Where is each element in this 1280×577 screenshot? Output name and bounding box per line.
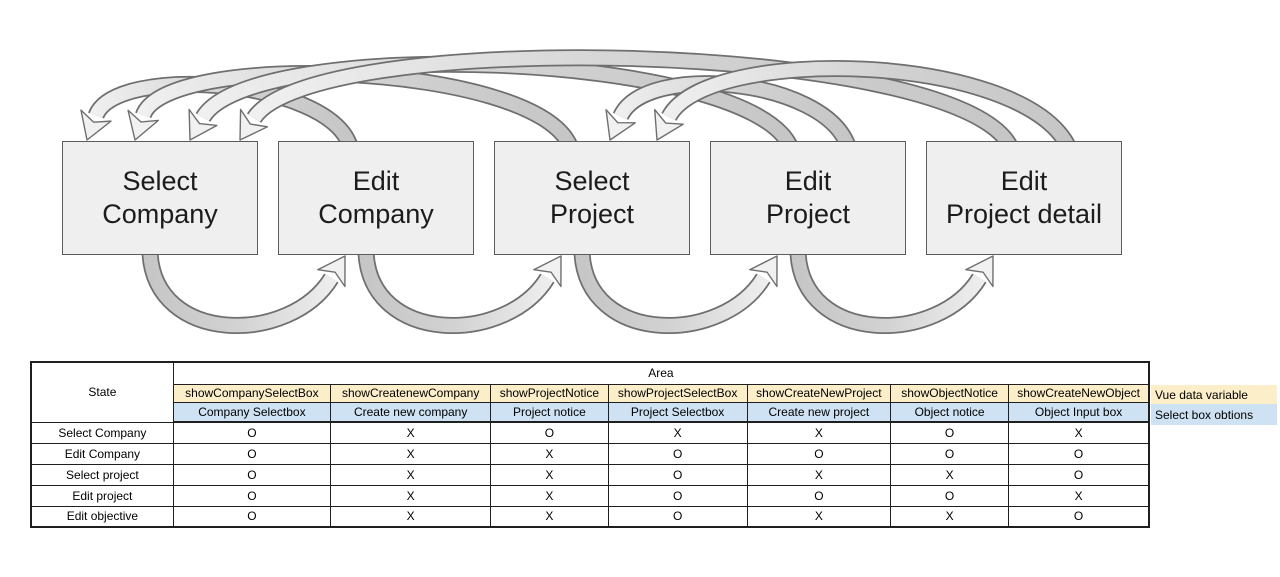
value-cell: O — [607, 442, 748, 465]
state-box-edit-project: Edit Project — [710, 141, 906, 255]
state-box-select-company: Select Company — [62, 141, 258, 255]
value-cell: X — [330, 484, 492, 507]
area-merged-header: Area — [172, 361, 1150, 385]
value-cell: O — [1008, 463, 1150, 486]
transition-arrow — [662, 61, 1075, 150]
arrowhead-icon — [239, 108, 269, 141]
value-cell: X — [1008, 421, 1150, 444]
arrowhead-icon — [533, 255, 562, 288]
state-area-table-wrap: State Area showCompanySelectBox showCrea… — [30, 361, 1277, 528]
variable-header: showCreatenewCompany — [330, 383, 492, 403]
value-cell: X — [330, 421, 492, 444]
value-cell: X — [330, 442, 492, 465]
state-box-label: Company — [102, 199, 218, 229]
state-area-table: State Area showCompanySelectBox showCrea… — [30, 361, 1150, 528]
arrowhead-icon — [653, 108, 684, 141]
value-cell: O — [172, 421, 332, 444]
vue-data-variable-label: Vue data variable — [1151, 385, 1277, 404]
state-box-label: Select — [122, 166, 198, 196]
value-cell: O — [1008, 442, 1150, 465]
variable-header: showCompanySelectBox — [172, 383, 332, 403]
value-cell: O — [607, 463, 748, 486]
state-box-label: Company — [318, 199, 434, 229]
state-box-edit-company: Edit Company — [278, 141, 474, 255]
variable-header: showProjectNotice — [490, 383, 609, 403]
arrowhead-icon — [80, 109, 112, 141]
transition-arrow — [791, 252, 986, 333]
value-cell: O — [889, 421, 1010, 444]
state-cell: Select Company — [30, 421, 174, 444]
value-cell: O — [889, 442, 1010, 465]
value-cell: O — [607, 484, 748, 507]
state-box-select-project: Select Project — [494, 141, 690, 255]
value-cell: X — [889, 463, 1010, 486]
state-cell: Edit project — [30, 484, 174, 507]
state-cell: Edit Company — [30, 442, 174, 465]
value-cell: O — [172, 484, 332, 507]
value-cell: O — [746, 442, 891, 465]
transition-arrow — [143, 252, 338, 333]
arrowhead-icon — [749, 255, 778, 288]
value-cell: O — [172, 463, 332, 486]
state-corner-header: State — [30, 361, 174, 423]
value-cell: O — [746, 484, 891, 507]
variable-header: showObjectNotice — [889, 383, 1010, 403]
value-cell: X — [607, 421, 748, 444]
state-box-label: Edit — [352, 166, 400, 196]
area-header: Project notice — [490, 401, 609, 423]
value-cell: X — [490, 484, 609, 507]
arrowhead-icon — [605, 109, 636, 141]
value-cell: O — [172, 442, 332, 465]
variable-header: showCreateNewObject — [1008, 383, 1150, 403]
value-cell: O — [490, 421, 609, 444]
select-box-options-label: Select box obtions — [1151, 404, 1277, 425]
state-box-label: Edit — [784, 166, 832, 196]
state-box-label: Select — [554, 166, 630, 196]
value-cell: X — [490, 505, 609, 528]
value-cell: X — [330, 505, 492, 528]
area-header: Object Input box — [1008, 401, 1150, 423]
value-cell: X — [1008, 484, 1150, 507]
variable-header: showCreateNewProject — [746, 383, 891, 403]
value-cell: O — [172, 505, 332, 528]
value-cell: X — [490, 442, 609, 465]
state-box-edit-project-detail: Edit Project detail — [926, 141, 1122, 255]
state-cell: Select project — [30, 463, 174, 486]
state-transition-arrows — [80, 49, 1076, 334]
variable-header: showProjectSelectBox — [607, 383, 748, 403]
transition-arrow — [248, 51, 1016, 150]
value-cell: X — [746, 463, 891, 486]
arrowhead-icon — [188, 108, 218, 141]
value-cell: X — [746, 421, 891, 444]
arrowhead-icon — [317, 255, 346, 288]
state-box-label: Project — [765, 199, 851, 229]
state-box-label: Edit — [1000, 166, 1048, 196]
value-cell: X — [330, 463, 492, 486]
transition-arrow — [359, 252, 554, 333]
value-cell: O — [889, 484, 1010, 507]
transition-arrow — [575, 252, 770, 333]
value-cell: O — [1008, 505, 1150, 528]
state-cell: Edit objective — [30, 505, 174, 528]
value-cell: X — [746, 505, 891, 528]
state-box-label: Project — [549, 199, 635, 229]
value-cell: X — [490, 463, 609, 486]
area-header: Create new company — [330, 401, 492, 423]
area-header: Object notice — [889, 401, 1010, 423]
state-box-label: Project detail — [945, 199, 1103, 229]
area-header: Create new project — [746, 401, 891, 423]
arrowhead-icon — [127, 109, 160, 141]
value-cell: O — [607, 505, 748, 528]
arrowhead-icon — [965, 255, 994, 288]
area-header: Company Selectbox — [172, 401, 332, 423]
value-cell: X — [889, 505, 1010, 528]
area-header: Project Selectbox — [607, 401, 748, 423]
